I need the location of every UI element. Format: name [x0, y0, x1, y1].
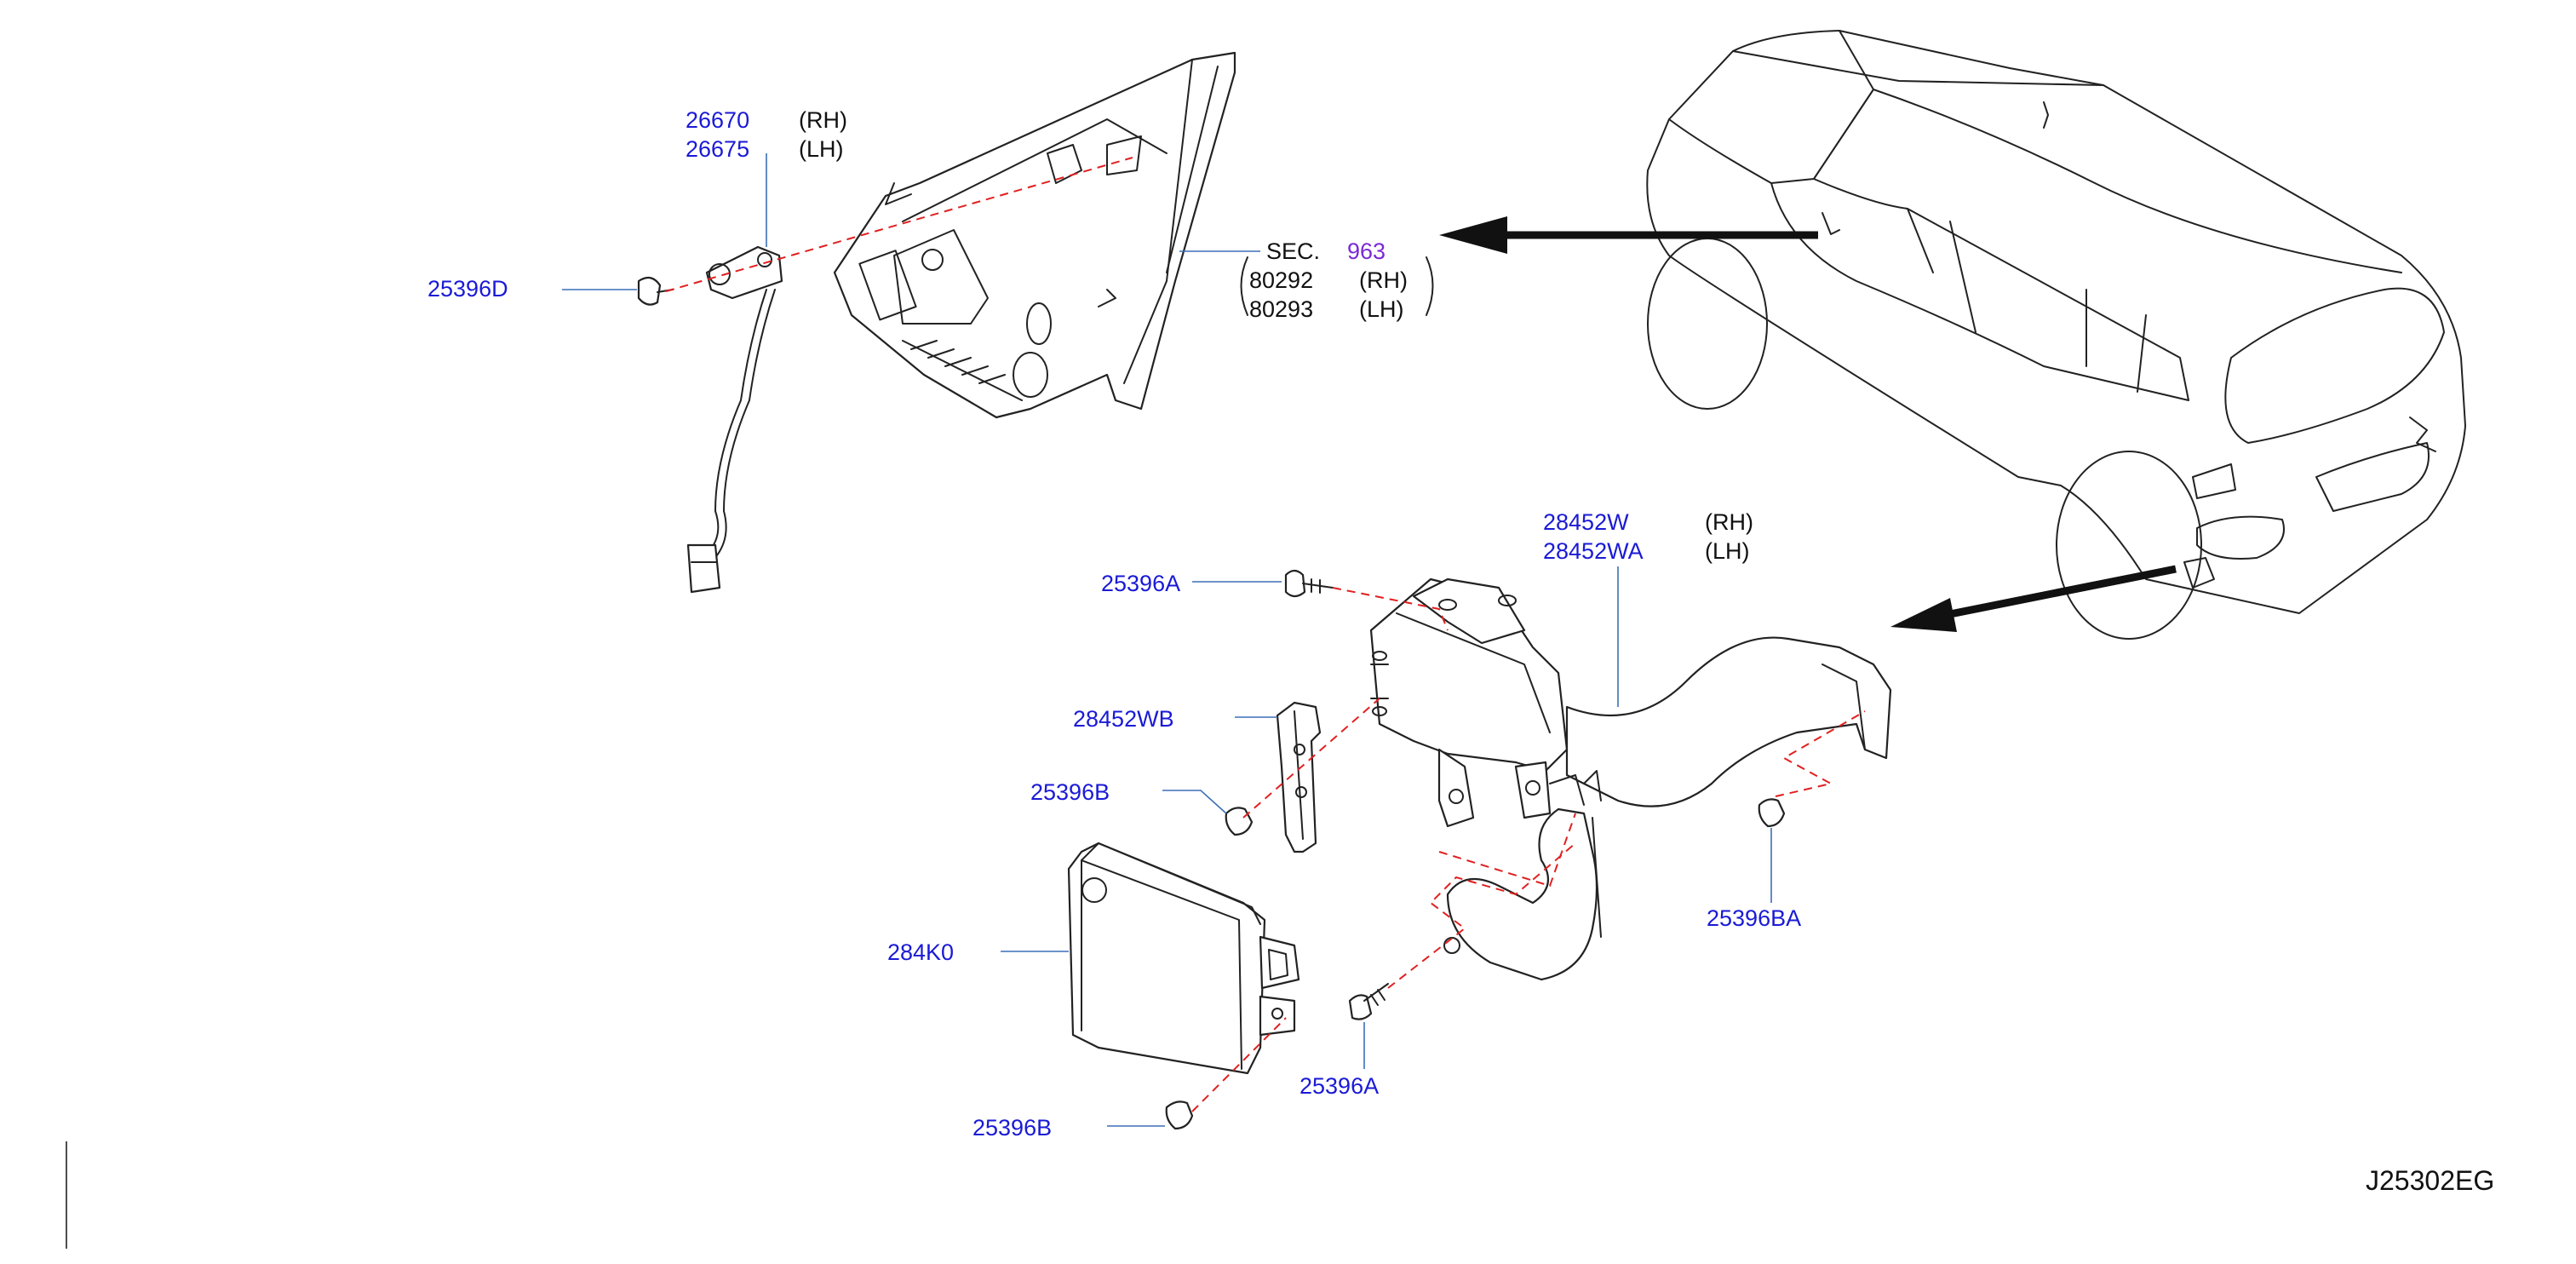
callout-28452w-side: (RH)	[1705, 509, 1753, 535]
phantom-lines	[665, 157, 1866, 1112]
callout-25396b-bot: 25396B	[972, 1115, 1052, 1140]
callout-28452w: 28452W	[1543, 509, 1629, 535]
callout-80293-side: (LH)	[1359, 296, 1404, 322]
small-bracket-28452wb	[1276, 701, 1322, 853]
lamp-socket-harness	[686, 245, 783, 594]
callout-28452wa: 28452WA	[1543, 538, 1644, 564]
mounting-bracket	[1369, 577, 1569, 828]
callout-26675: 26675	[686, 136, 749, 162]
strap-bracket	[1443, 636, 1892, 981]
callout-80292-side: (RH)	[1359, 267, 1408, 293]
vehicle-outline	[1646, 30, 2466, 640]
section-brackets	[1240, 256, 1434, 316]
rear-combination-lamp	[833, 51, 1236, 419]
leader-lines	[66, 153, 1772, 1249]
callout-25396b-mid: 25396B	[1030, 779, 1110, 805]
callout-26675-side: (LH)	[799, 136, 844, 162]
callout-labels: 26670 (RH) 26675 (LH) 25396D SEC. 963 80…	[427, 107, 2494, 1196]
callout-26670: 26670	[686, 107, 749, 133]
callout-26670-side: (RH)	[799, 107, 847, 133]
callout-sec-label: SEC.	[1266, 238, 1320, 264]
pointer-arrows	[1439, 216, 2177, 632]
callout-25396a-top: 25396A	[1101, 571, 1180, 596]
callout-284k0: 284K0	[887, 939, 954, 965]
callout-80292: 80292	[1249, 267, 1313, 293]
callout-25396a-bot: 25396A	[1299, 1073, 1379, 1099]
callout-25396ba: 25396BA	[1707, 905, 1801, 931]
fasteners	[1165, 569, 1786, 1130]
callout-28452wa-side: (LH)	[1705, 538, 1750, 564]
callout-sec-number: 963	[1347, 238, 1386, 264]
callout-28452wb: 28452WB	[1073, 706, 1174, 732]
control-unit-284k0	[1067, 842, 1300, 1075]
callout-80293: 80293	[1249, 296, 1313, 322]
diagram-code: J25302EG	[2366, 1165, 2494, 1196]
callout-25396d: 25396D	[427, 276, 508, 302]
